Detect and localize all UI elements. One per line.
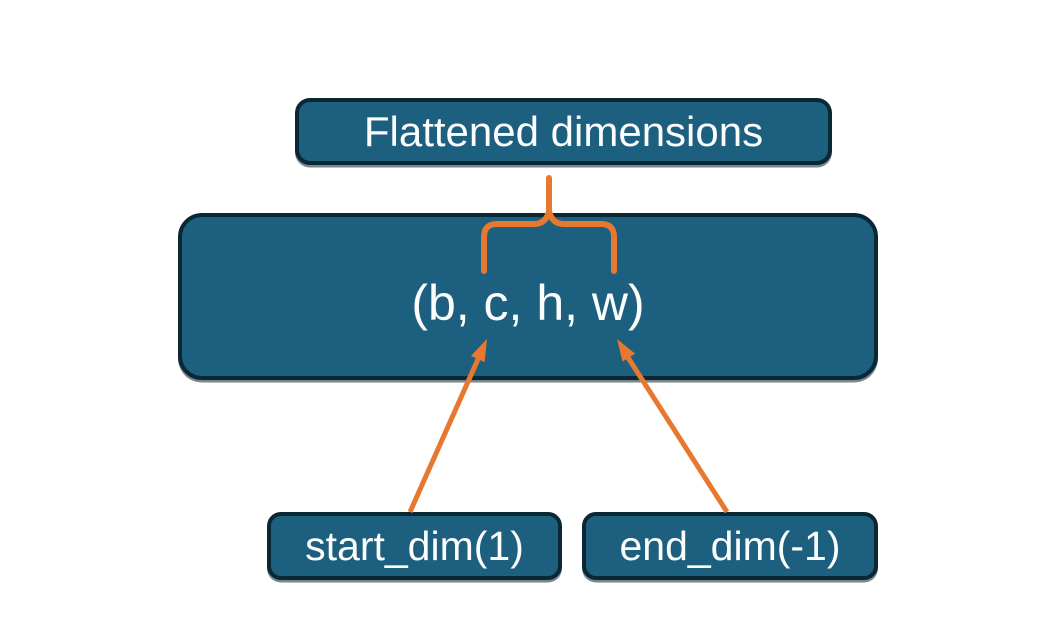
tensor-shape-label: (b, c, h, w)	[411, 274, 645, 331]
end-dim-box: end_dim(-1)	[582, 512, 878, 580]
flattened-dimensions-box: Flattened dimensions	[295, 98, 832, 165]
start-dim-box: start_dim(1)	[267, 512, 562, 580]
start-dim-label: start_dim(1)	[305, 522, 524, 569]
tensor-shape-box: (b, c, h, w)	[178, 213, 878, 380]
end-dim-label: end_dim(-1)	[619, 522, 841, 569]
flattened-dimensions-label: Flattened dimensions	[363, 107, 764, 155]
